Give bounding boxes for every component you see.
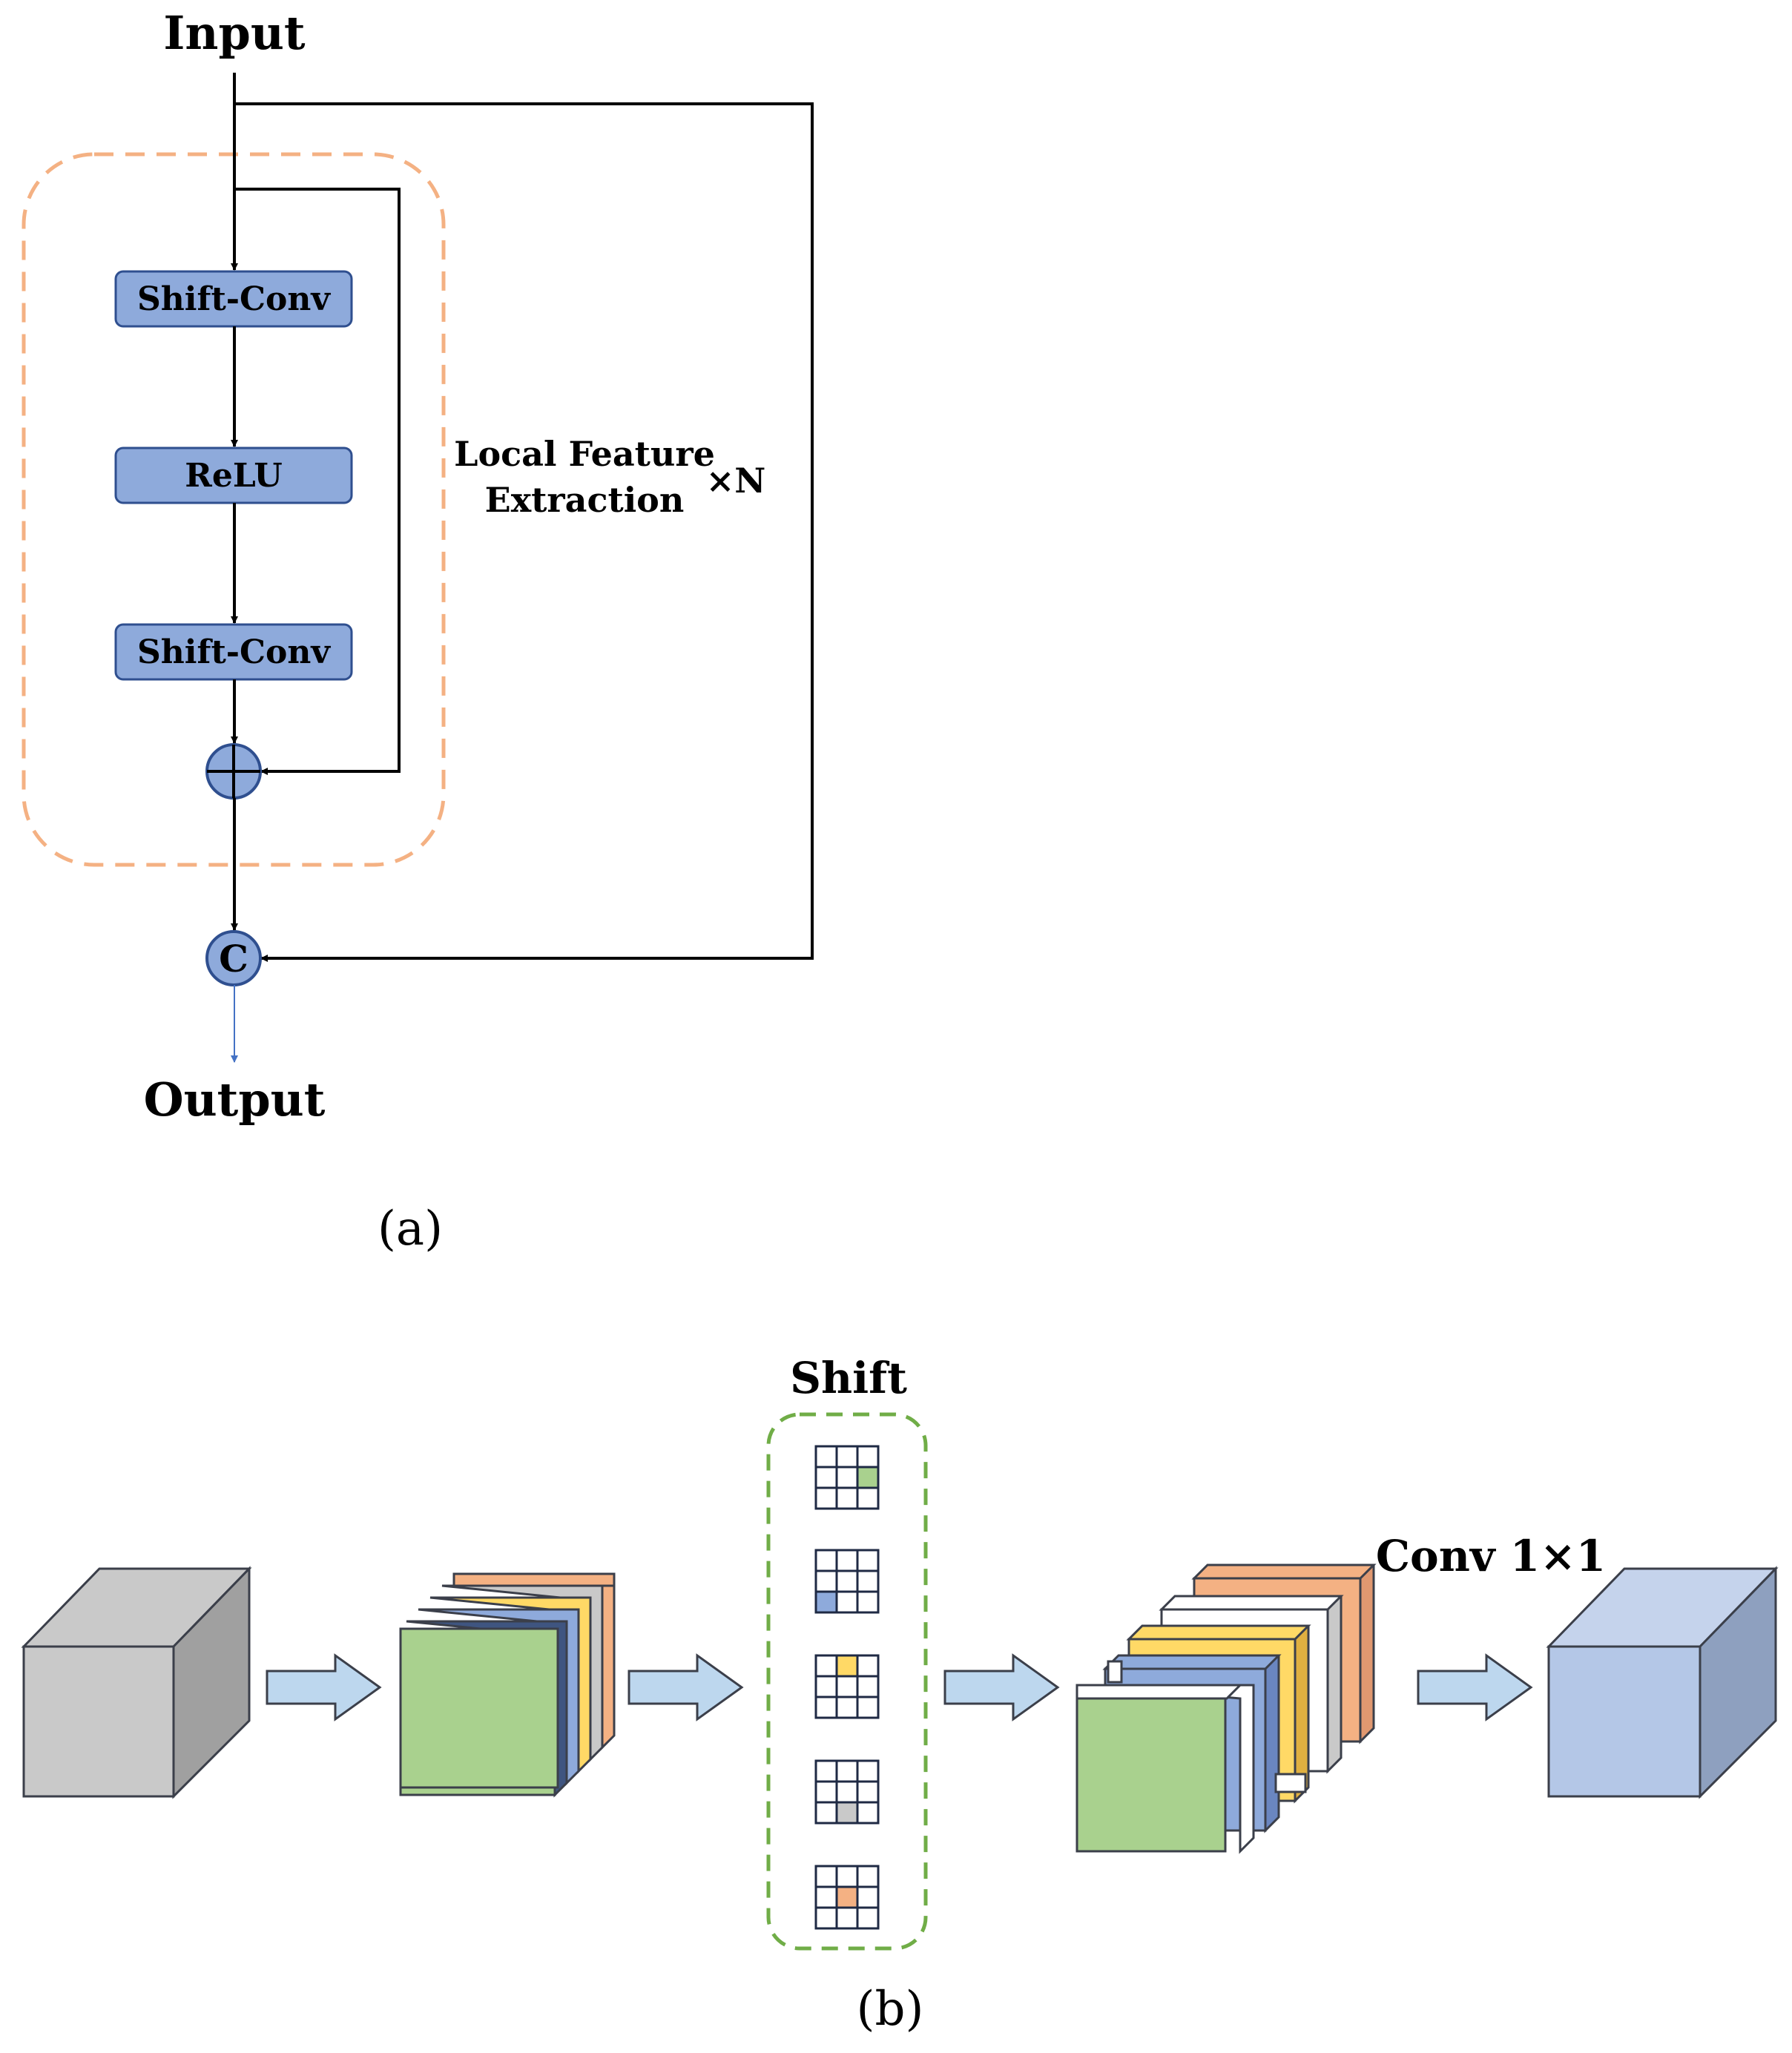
outer-skip-connection xyxy=(234,102,814,962)
inner-skip-connection xyxy=(234,188,401,775)
add-node-icon xyxy=(205,743,262,800)
concat-symbol: C xyxy=(219,937,248,981)
input-feature-cube xyxy=(21,1566,252,1799)
flow-arrow-4 xyxy=(1417,1653,1533,1721)
output-feature-cube xyxy=(1546,1566,1779,1799)
flow-arrow-1 xyxy=(266,1653,382,1721)
panel-b: Shift Conv 1×1 xyxy=(21,1353,1779,2037)
shift-kernel-up xyxy=(814,1654,880,1719)
shift-kernels xyxy=(814,1445,880,1930)
channel-split-stack xyxy=(399,1572,616,1798)
output-label: Output xyxy=(144,1072,326,1127)
repeat-label: ×N xyxy=(706,461,766,501)
shift-kernel-right xyxy=(814,1445,880,1510)
flow-arrow-2 xyxy=(627,1653,744,1721)
shifted-channel-stack xyxy=(1075,1563,1377,1854)
shift-group xyxy=(766,1412,928,1951)
input-label: Input xyxy=(163,6,306,60)
flow-arrow-3 xyxy=(943,1653,1060,1721)
conv-label: Conv 1×1 xyxy=(1376,1531,1606,1581)
caption-a: (a) xyxy=(378,1202,443,1256)
shift-conv-block-2-label: Shift-Conv xyxy=(137,633,331,671)
group-label-line1: Local Feature xyxy=(454,434,715,474)
shift-kernel-left xyxy=(814,1549,880,1614)
shift-kernel-center xyxy=(814,1865,880,1930)
group-label-line2: Extraction xyxy=(485,480,685,520)
panel-a: Input Shift-Conv ReLU Shift-Conv C xyxy=(22,6,814,1256)
shift-kernel-down xyxy=(814,1759,880,1825)
relu-block-label: ReLU xyxy=(185,457,282,495)
shift-conv-block-1-label: Shift-Conv xyxy=(137,280,331,318)
shift-label: Shift xyxy=(790,1353,907,1403)
caption-b: (b) xyxy=(857,1982,924,2037)
